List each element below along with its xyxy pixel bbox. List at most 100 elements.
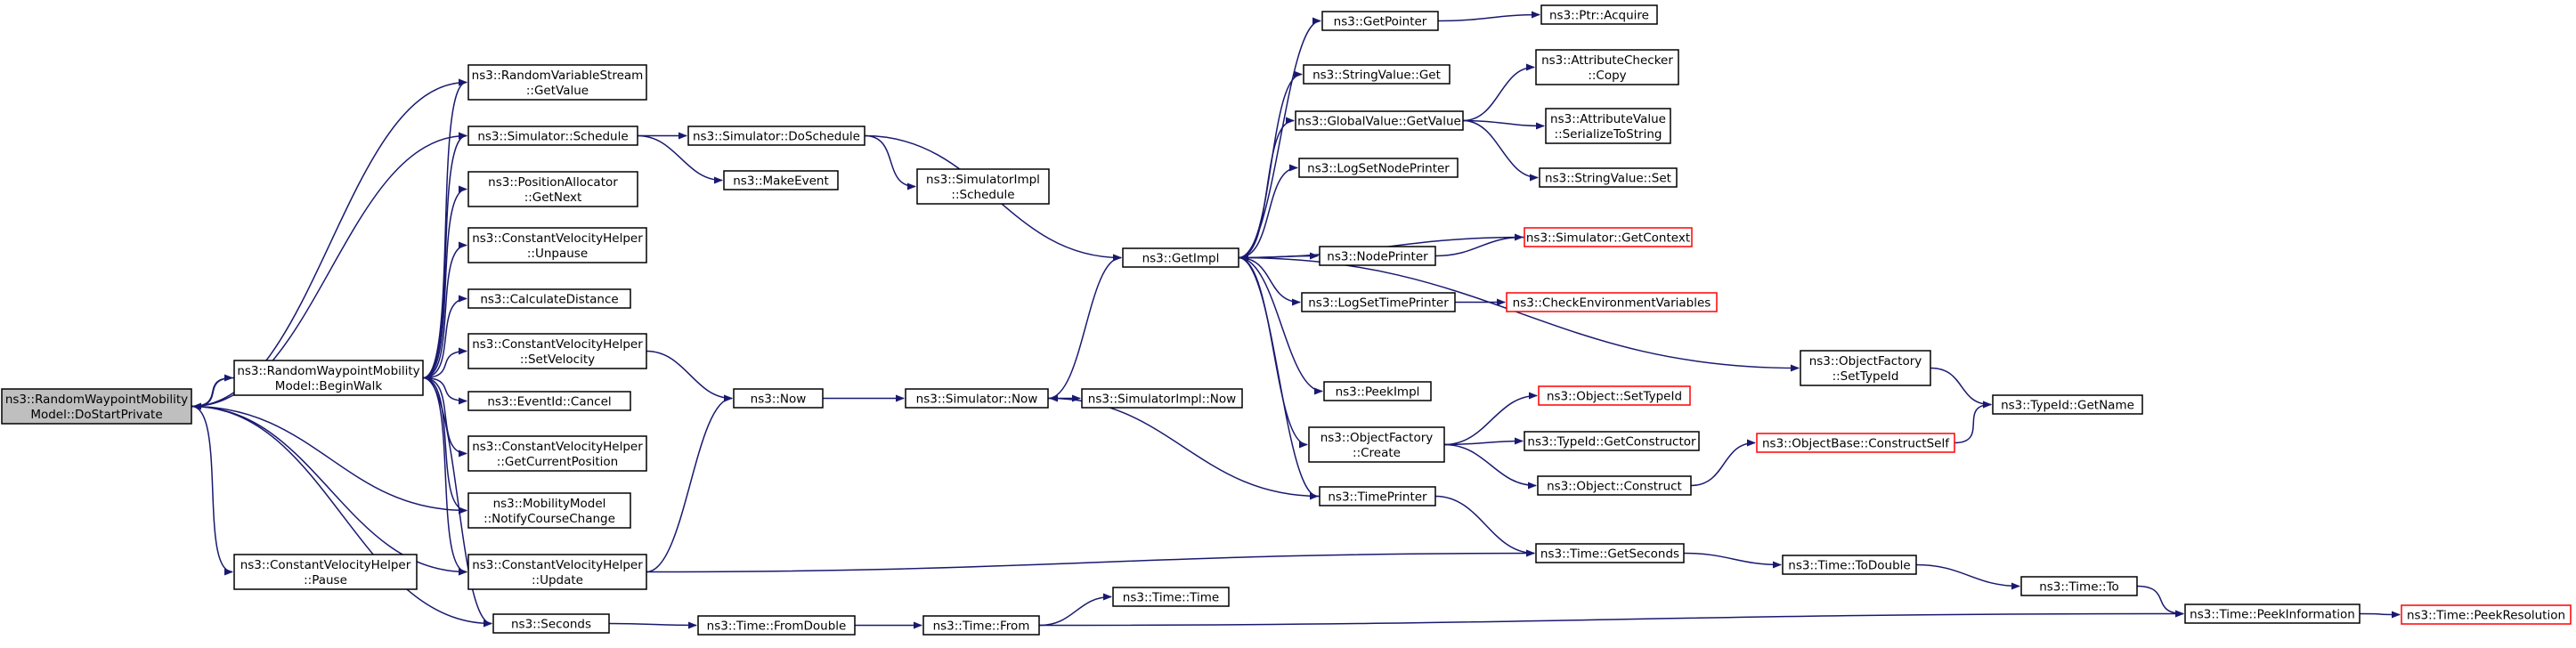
node-simgetcontext[interactable]: ns3::Simulator::GetContext: [1524, 227, 1693, 247]
node-dostart[interactable]: ns3::RandomWaypointMobilityModel::DoStar…: [1, 388, 192, 425]
node-box[interactable]: [1538, 385, 1691, 406]
node-box[interactable]: [467, 492, 631, 529]
node-box[interactable]: [1545, 108, 1671, 144]
node-cvpause[interactable]: ns3::ConstantVelocityHelper::Pause: [233, 554, 418, 590]
node-box[interactable]: [2020, 576, 2138, 596]
node-simimplnow[interactable]: ns3::SimulatorImpl::Now: [1081, 388, 1243, 409]
node-now[interactable]: ns3::Now: [733, 388, 824, 409]
node-getimpl[interactable]: ns3::GetImpl: [1122, 247, 1239, 268]
node-peekimpl[interactable]: ns3::PeekImpl: [1323, 381, 1432, 401]
node-cvunpause[interactable]: ns3::ConstantVelocityHelper::Unpause: [467, 227, 647, 263]
node-box[interactable]: [467, 333, 647, 369]
node-timefromdouble[interactable]: ns3::Time::FromDouble: [697, 615, 856, 636]
node-simimplschedule[interactable]: ns3::SimulatorImpl::Schedule: [916, 168, 1050, 205]
node-beginwalk[interactable]: ns3::RandomWaypointMobilityModel::BeginW…: [233, 360, 424, 396]
node-box[interactable]: [2401, 604, 2572, 625]
node-box[interactable]: [233, 554, 418, 590]
node-stringvalueset[interactable]: ns3::StringValue::Set: [1539, 167, 1678, 188]
node-box[interactable]: [467, 227, 647, 263]
node-box[interactable]: [1524, 431, 1700, 451]
node-cvupdate[interactable]: ns3::ConstantVelocityHelper::Update: [467, 554, 647, 590]
node-box[interactable]: [1992, 394, 2143, 415]
node-box[interactable]: [723, 170, 839, 190]
node-box[interactable]: [697, 615, 856, 636]
node-objconstruct[interactable]: ns3::Object::Construct: [1537, 475, 1692, 496]
node-objfactorycreate[interactable]: ns3::ObjectFactory::Create: [1308, 426, 1445, 463]
node-box[interactable]: [1323, 381, 1432, 401]
node-makeevent[interactable]: ns3::MakeEvent: [723, 170, 839, 190]
node-box[interactable]: [1539, 167, 1678, 188]
node-box[interactable]: [733, 388, 824, 409]
node-box[interactable]: [1112, 587, 1230, 607]
node-posalloc[interactable]: ns3::PositionAllocator::GetNext: [467, 171, 638, 207]
node-simnow[interactable]: ns3::Simulator::Now: [905, 388, 1049, 409]
node-nodeprinter[interactable]: ns3::NodePrinter: [1319, 246, 1436, 266]
node-box[interactable]: [1535, 49, 1679, 85]
node-box[interactable]: [467, 554, 647, 590]
node-box[interactable]: [687, 126, 865, 146]
node-timetime[interactable]: ns3::Time::Time: [1112, 587, 1230, 607]
node-box[interactable]: [467, 288, 631, 309]
node-box[interactable]: [467, 391, 631, 411]
node-box[interactable]: [1756, 433, 1955, 453]
node-timefrom[interactable]: ns3::Time::From: [922, 615, 1040, 636]
node-logsettimeprinter[interactable]: ns3::LogSetTimePrinter: [1301, 292, 1456, 312]
node-box[interactable]: [1319, 486, 1436, 506]
node-seconds[interactable]: ns3::Seconds: [492, 613, 610, 634]
node-simschedule[interactable]: ns3::Simulator::Schedule: [467, 126, 638, 146]
node-timeto[interactable]: ns3::Time::To: [2020, 576, 2138, 596]
node-box[interactable]: [492, 613, 610, 634]
node-box[interactable]: [1321, 11, 1439, 31]
node-objsettypeid[interactable]: ns3::Object::SetTypeId: [1538, 385, 1691, 406]
node-box[interactable]: [1506, 292, 1718, 312]
node-timepeekres[interactable]: ns3::Time::PeekResolution: [2401, 604, 2572, 625]
node-timetodouble[interactable]: ns3::Time::ToDouble: [1782, 555, 1917, 575]
node-box[interactable]: [1, 388, 192, 425]
node-box[interactable]: [233, 360, 424, 396]
node-box[interactable]: [1308, 426, 1445, 463]
node-box[interactable]: [467, 126, 638, 146]
node-eventcancel[interactable]: ns3::EventId::Cancel: [467, 391, 631, 411]
node-box[interactable]: [467, 171, 638, 207]
node-cvgetpos[interactable]: ns3::ConstantVelocityHelper::GetCurrentP…: [467, 435, 647, 472]
node-box[interactable]: [2184, 603, 2361, 624]
node-objbaseconstructself[interactable]: ns3::ObjectBase::ConstructSelf: [1756, 433, 1955, 453]
node-box[interactable]: [1540, 4, 1658, 25]
node-typeidgetctor[interactable]: ns3::TypeId::GetConstructor: [1524, 431, 1700, 451]
node-box[interactable]: [1303, 64, 1451, 85]
node-box[interactable]: [1298, 158, 1459, 178]
node-objfactorysettypeid[interactable]: ns3::ObjectFactory::SetTypeId: [1800, 350, 1931, 386]
node-checkenv[interactable]: ns3::CheckEnvironmentVariables: [1506, 292, 1718, 312]
node-calcdist[interactable]: ns3::CalculateDistance: [467, 288, 631, 309]
node-box[interactable]: [1524, 227, 1693, 247]
node-logsetnodeprinter[interactable]: ns3::LogSetNodePrinter: [1298, 158, 1459, 178]
node-box[interactable]: [1122, 247, 1239, 268]
node-doschedule[interactable]: ns3::Simulator::DoSchedule: [687, 126, 865, 146]
node-box[interactable]: [905, 388, 1049, 409]
node-box[interactable]: [467, 64, 647, 101]
node-timeprinter[interactable]: ns3::TimePrinter: [1319, 486, 1436, 506]
node-rvsgetvalue[interactable]: ns3::RandomVariableStream::GetValue: [467, 64, 647, 101]
node-timepeekinfo[interactable]: ns3::Time::PeekInformation: [2184, 603, 2361, 624]
node-attrcheckercopy[interactable]: ns3::AttributeChecker::Copy: [1535, 49, 1679, 85]
node-box[interactable]: [1301, 292, 1456, 312]
node-timegetseconds[interactable]: ns3::Time::GetSeconds: [1535, 543, 1685, 563]
node-box[interactable]: [1319, 246, 1436, 266]
node-typeidgetname[interactable]: ns3::TypeId::GetName: [1992, 394, 2143, 415]
node-cvsetvel[interactable]: ns3::ConstantVelocityHelper::SetVelocity: [467, 333, 647, 369]
node-box[interactable]: [1537, 475, 1692, 496]
node-box[interactable]: [1295, 110, 1464, 131]
node-box[interactable]: [922, 615, 1040, 636]
node-box[interactable]: [916, 168, 1050, 205]
node-getpointer[interactable]: ns3::GetPointer: [1321, 11, 1439, 31]
node-ptracquire[interactable]: ns3::Ptr::Acquire: [1540, 4, 1658, 25]
node-globalgetvalue[interactable]: ns3::GlobalValue::GetValue: [1295, 110, 1464, 131]
node-box[interactable]: [1535, 543, 1685, 563]
node-attrvaluestr[interactable]: ns3::AttributeValue::SerializeToString: [1545, 108, 1671, 144]
node-stringvalueget[interactable]: ns3::StringValue::Get: [1303, 64, 1451, 85]
node-notifycourse[interactable]: ns3::MobilityModel::NotifyCourseChange: [467, 492, 631, 529]
node-box[interactable]: [1782, 555, 1917, 575]
node-box[interactable]: [1800, 350, 1931, 386]
node-box[interactable]: [1081, 388, 1243, 409]
node-box[interactable]: [467, 435, 647, 472]
